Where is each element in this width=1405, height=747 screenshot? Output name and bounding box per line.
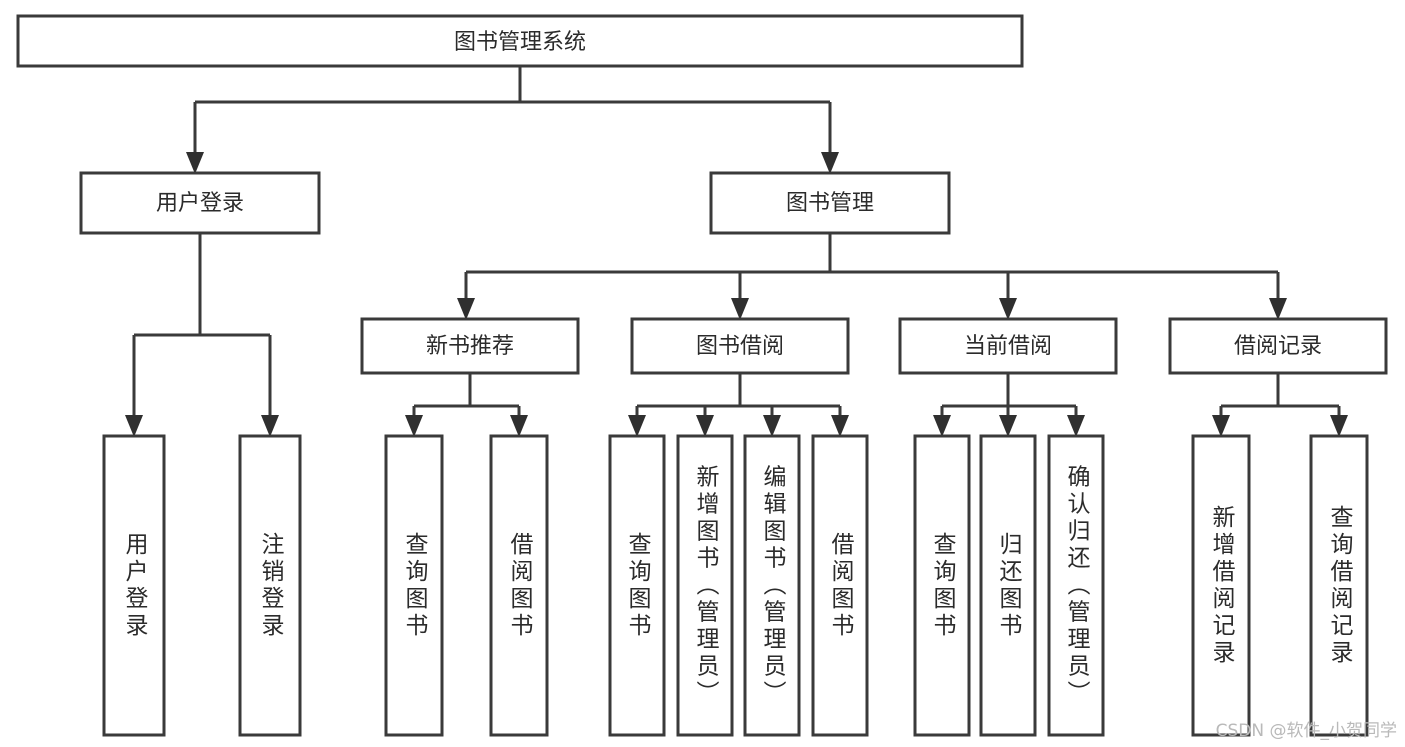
- leaf-node[interactable]: 借阅图书: [811, 434, 869, 737]
- arrow-to-book-borrow: [731, 298, 749, 320]
- leaf-node[interactable]: 查询图书: [608, 434, 666, 737]
- leaf-label-query-book-3: 查询图书: [929, 532, 957, 640]
- leaf-label-add-book: 新增图书（管理员）: [692, 465, 720, 708]
- new-book-recommend-box[interactable]: [360, 317, 580, 375]
- connector-userlogin-to-leaves: [132, 233, 272, 415]
- leaf-node[interactable]: 查询借阅记录: [1309, 434, 1369, 737]
- leaf-node[interactable]: 用户登录: [102, 434, 166, 737]
- current-borrow-label: 当前借阅: [964, 334, 1052, 359]
- user-login-box[interactable]: [79, 171, 321, 235]
- arrow-to-leaf-user-login: [125, 415, 143, 437]
- leaf-label-user-login: 用户登录: [121, 532, 149, 640]
- leaf-label-return-book: 归还图书: [995, 532, 1023, 640]
- current-borrow-box[interactable]: [898, 317, 1118, 375]
- node-root-system[interactable]: 图书管理系统: [16, 14, 1024, 68]
- leaf-box-query-book-3[interactable]: [913, 434, 971, 737]
- arrow-to-user-login: [186, 152, 204, 174]
- leaf-node[interactable]: 归还图书: [979, 434, 1037, 737]
- root-box[interactable]: [16, 14, 1024, 68]
- connector-borrowrecord-to-leaves: [1219, 373, 1341, 415]
- new-book-recommend-label: 新书推荐: [426, 334, 514, 359]
- leaf-box-query-book-1[interactable]: [384, 434, 444, 737]
- arrow-to-borrow-record: [1269, 298, 1287, 320]
- leaf-label-add-record: 新增借阅记录: [1208, 505, 1236, 667]
- leaf-node[interactable]: 查询图书: [384, 434, 444, 737]
- connector-layer: [125, 66, 1348, 437]
- connector-currentborrow-to-leaves: [940, 373, 1078, 415]
- connector-bookmanage-to-level3: [464, 233, 1280, 298]
- book-manage-label: 图书管理: [786, 191, 874, 216]
- leaf-label-logout: 注销登录: [257, 532, 285, 640]
- arrow-to-leaf-borrow-book-1: [510, 415, 528, 437]
- leaf-box-borrow-book-2[interactable]: [811, 434, 869, 737]
- leaf-node[interactable]: 注销登录: [238, 434, 302, 737]
- leaf-node[interactable]: 新增借阅记录: [1191, 434, 1251, 737]
- leaf-box-query-record[interactable]: [1309, 434, 1369, 737]
- arrow-to-leaf-return-book: [999, 415, 1017, 437]
- node-book-manage[interactable]: 图书管理: [709, 171, 951, 235]
- arrow-to-leaf-add-record: [1212, 415, 1230, 437]
- arrow-to-leaf-query-book-1: [405, 415, 423, 437]
- arrow-to-new-book: [457, 298, 475, 320]
- borrow-record-label: 借阅记录: [1234, 334, 1322, 359]
- user-login-label: 用户登录: [156, 191, 244, 216]
- leaf-label-confirm-return: 确认归还（管理员）: [1063, 465, 1091, 708]
- book-manage-box[interactable]: [709, 171, 951, 235]
- leaf-node[interactable]: 编辑图书（管理员）: [743, 434, 801, 737]
- leaf-node[interactable]: 借阅图书: [489, 434, 549, 737]
- arrow-to-leaf-borrow-book-2: [831, 415, 849, 437]
- book-borrow-label: 图书借阅: [696, 334, 784, 359]
- node-book-borrow[interactable]: 图书借阅: [630, 317, 850, 375]
- arrow-to-leaf-logout: [261, 415, 279, 437]
- leaf-box-add-book[interactable]: [676, 434, 734, 737]
- arrow-to-leaf-query-book-2: [628, 415, 646, 437]
- arrow-to-book-manage: [821, 152, 839, 174]
- root-label: 图书管理系统: [454, 30, 586, 55]
- arrow-to-current-borrow: [999, 298, 1017, 320]
- leaf-box-confirm-return[interactable]: [1047, 434, 1105, 737]
- node-new-book-recommend[interactable]: 新书推荐: [360, 317, 580, 375]
- arrow-to-leaf-query-book-3: [933, 415, 951, 437]
- leaf-label-query-record: 查询借阅记录: [1326, 505, 1354, 667]
- leaf-box-edit-book[interactable]: [743, 434, 801, 737]
- leaf-node[interactable]: 确认归还（管理员）: [1047, 434, 1105, 737]
- leaf-node[interactable]: 新增图书（管理员）: [676, 434, 734, 737]
- arrow-to-leaf-edit-book: [763, 415, 781, 437]
- leaf-node[interactable]: 查询图书: [913, 434, 971, 737]
- leaf-box-logout[interactable]: [238, 434, 302, 737]
- leaf-box-borrow-book-1[interactable]: [489, 434, 549, 737]
- book-borrow-box[interactable]: [630, 317, 850, 375]
- node-user-login[interactable]: 用户登录: [79, 171, 321, 235]
- leaf-box-user-login[interactable]: [102, 434, 166, 737]
- arrow-to-leaf-query-record: [1330, 415, 1348, 437]
- leaf-box-add-record[interactable]: [1191, 434, 1251, 737]
- leaf-box-query-book-2[interactable]: [608, 434, 666, 737]
- arrow-to-leaf-confirm-return: [1067, 415, 1085, 437]
- node-current-borrow[interactable]: 当前借阅: [898, 317, 1118, 375]
- connector-root-to-level2: [193, 66, 832, 152]
- leaf-box-return-book[interactable]: [979, 434, 1037, 737]
- arrow-to-leaf-add-book: [696, 415, 714, 437]
- node-borrow-record[interactable]: 借阅记录: [1168, 317, 1388, 375]
- connector-bookborrow-to-leaves: [635, 373, 842, 415]
- leaf-label-query-book-2: 查询图书: [624, 532, 652, 640]
- leaf-label-edit-book: 编辑图书（管理员）: [759, 465, 787, 708]
- leaf-label-borrow-book-1: 借阅图书: [506, 532, 534, 640]
- borrow-record-box[interactable]: [1168, 317, 1388, 375]
- leaf-label-query-book-1: 查询图书: [401, 532, 429, 640]
- connector-newbook-to-leaves: [412, 373, 521, 415]
- leaf-label-borrow-book-2: 借阅图书: [827, 532, 855, 640]
